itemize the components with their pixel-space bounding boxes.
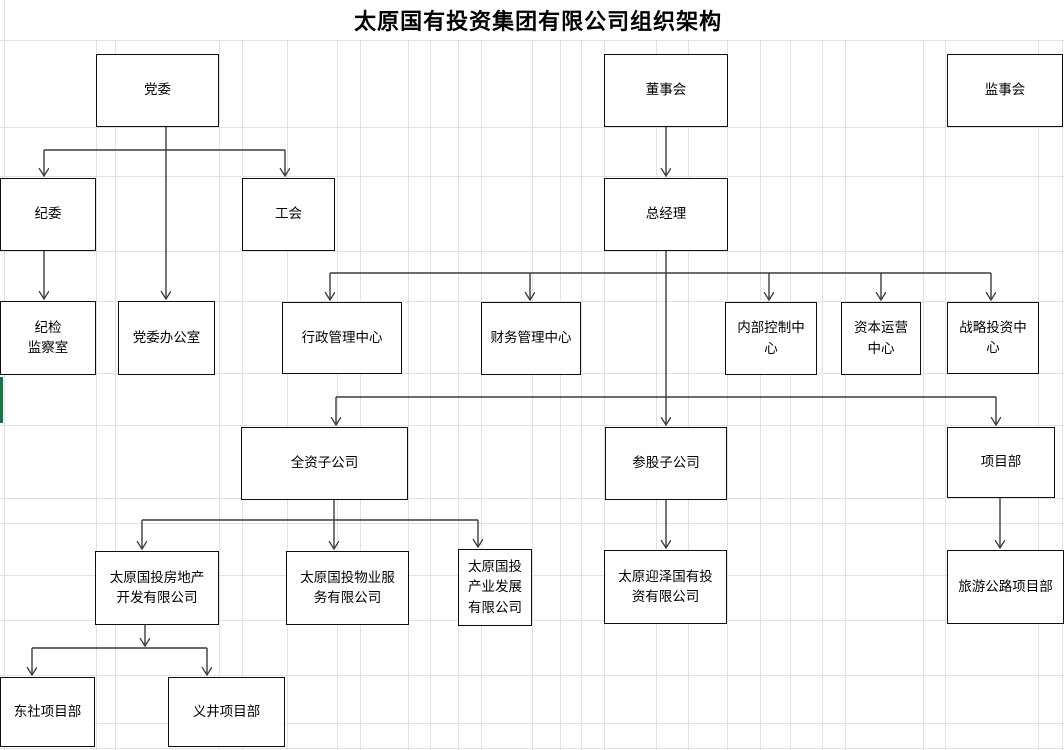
org-node-jijian-jianchashi[interactable]: 纪检 监察室 [0,301,96,375]
org-node-caiwu-guanli[interactable]: 财务管理中心 [481,302,581,375]
org-node-cangu-zigongsi[interactable]: 参股子公司 [605,427,727,500]
org-node-gonghui[interactable]: 工会 [242,178,335,251]
org-node-zhanlve-touzi[interactable]: 战略投资中 心 [947,302,1039,374]
org-node-chanye[interactable]: 太原国投 产业发展 有限公司 [458,549,532,626]
org-node-fangdichan[interactable]: 太原国投房地产 开发有限公司 [95,551,219,625]
org-node-dangwei[interactable]: 党委 [96,54,219,127]
org-node-dongshe[interactable]: 东社项目部 [0,677,95,747]
org-node-xingzheng-guanli[interactable]: 行政管理中心 [282,302,402,374]
org-node-dongshihui[interactable]: 董事会 [604,54,728,127]
org-node-yingze[interactable]: 太原迎泽国有投 资有限公司 [604,550,727,624]
org-node-yijing[interactable]: 义井项目部 [168,677,285,747]
org-node-dangwei-bangongshi[interactable]: 党委办公室 [118,301,215,375]
org-node-xiangmubu[interactable]: 项目部 [947,427,1055,498]
org-node-lvyou-gonglu[interactable]: 旅游公路项目部 [947,550,1064,624]
org-node-jiwei[interactable]: 纪委 [0,178,96,251]
org-node-wuye[interactable]: 太原国投物业服 务有限公司 [286,551,409,625]
org-node-quanzi-zigongsi[interactable]: 全资子公司 [241,427,408,500]
org-node-zongjingli[interactable]: 总经理 [604,178,728,251]
page-title: 太原国有投资集团有限公司组织架构 [332,4,745,36]
left-accent-bar [0,377,3,423]
org-node-jianshihui[interactable]: 监事会 [947,54,1063,127]
org-node-neibu-kongzhi[interactable]: 内部控制中 心 [725,302,817,375]
org-node-ziben-yunying[interactable]: 资本运营 中心 [841,302,921,375]
